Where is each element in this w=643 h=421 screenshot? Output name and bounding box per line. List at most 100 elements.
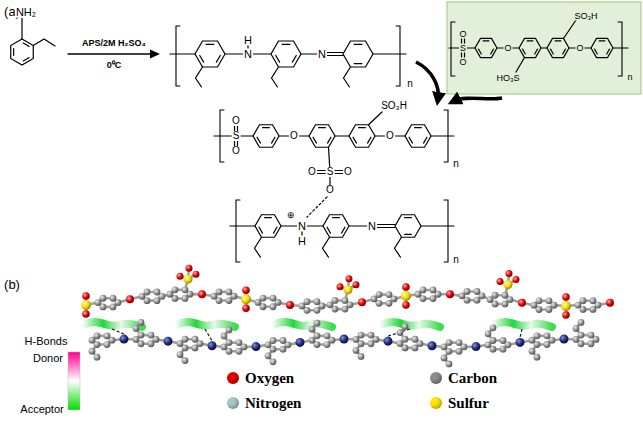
ring-double-bond bbox=[319, 127, 326, 128]
carbon-atom bbox=[402, 336, 409, 343]
ring-double-bond bbox=[263, 127, 270, 128]
ring-double-bond bbox=[342, 227, 345, 233]
ring-double-bond bbox=[599, 40, 605, 41]
atom-label: O bbox=[385, 131, 395, 141]
carbon-atom bbox=[430, 295, 437, 302]
combine-arrow bbox=[416, 62, 438, 99]
carbon-atom bbox=[430, 287, 437, 294]
carbon-atom bbox=[588, 340, 595, 347]
atom-label: N bbox=[317, 49, 327, 60]
carbon-atom bbox=[226, 339, 233, 346]
atom-label: N bbox=[297, 221, 307, 232]
carbon-atom bbox=[270, 358, 277, 365]
sulfur-atom bbox=[344, 285, 353, 294]
atom-label: N bbox=[367, 221, 377, 232]
carbon-atom bbox=[342, 297, 349, 304]
carbon-atom bbox=[342, 306, 349, 313]
bond-line bbox=[373, 53, 406, 54]
ring-double-bond bbox=[313, 137, 316, 143]
ring-double-bond bbox=[257, 137, 260, 143]
ring-double-bond bbox=[200, 55, 204, 62]
ring-double-bond bbox=[607, 49, 610, 54]
highlight-box bbox=[447, 2, 641, 94]
ring-double-bond bbox=[333, 217, 340, 218]
carbon-atom bbox=[94, 354, 101, 361]
hbond-colorbar bbox=[68, 352, 80, 410]
repeat-bracket bbox=[396, 26, 400, 86]
ring-double-bond bbox=[527, 40, 533, 41]
bond-line bbox=[421, 225, 454, 226]
ethyl-group bbox=[323, 237, 330, 257]
bond-line bbox=[564, 20, 577, 38]
atom-label: H bbox=[243, 35, 253, 46]
carbon-atom bbox=[182, 295, 189, 302]
carbon-atom bbox=[397, 329, 404, 336]
ring-bond bbox=[547, 38, 569, 57]
oxygen-atom bbox=[562, 293, 570, 301]
repeat-bracket bbox=[444, 200, 448, 262]
carbon-atom bbox=[492, 292, 499, 299]
ring-double-bond bbox=[483, 40, 489, 41]
model-atoms bbox=[81, 265, 614, 368]
sulfur-atom bbox=[561, 301, 571, 311]
carbon-atom bbox=[358, 332, 365, 339]
hbond-surface bbox=[492, 322, 552, 327]
carbon-atom bbox=[546, 297, 553, 304]
ring-double-bond bbox=[415, 127, 422, 128]
ring-double-bond bbox=[354, 63, 362, 64]
oxygen-atom bbox=[446, 290, 454, 298]
sulfur-atom bbox=[504, 280, 513, 289]
arrow-head bbox=[150, 50, 160, 59]
legend-label: Sulfur bbox=[448, 396, 489, 411]
carbon-atom bbox=[304, 298, 311, 305]
bond-line bbox=[170, 53, 195, 54]
ring-double-bond bbox=[259, 227, 262, 233]
ring-double-bond bbox=[276, 55, 280, 62]
oxygen-atom bbox=[402, 301, 410, 309]
oxygen-atom bbox=[346, 275, 353, 282]
carbon-atom bbox=[144, 289, 151, 296]
bond-line bbox=[541, 47, 547, 48]
carbon-atom bbox=[314, 298, 321, 305]
repeat-subscript: n bbox=[452, 159, 460, 169]
carbon-atom bbox=[236, 348, 243, 355]
hbond-surface bbox=[82, 322, 142, 327]
atom-label: O bbox=[325, 185, 335, 195]
carbon-atom bbox=[221, 333, 228, 340]
ring-double-bond bbox=[282, 44, 290, 45]
ethyl-group bbox=[33, 39, 55, 46]
hbond-surface bbox=[380, 322, 440, 327]
carbon-atom bbox=[544, 332, 551, 339]
reagent-label: APS/2M H₂SO₄ bbox=[81, 39, 147, 48]
carbon-atom bbox=[104, 341, 111, 348]
carbon-atom bbox=[309, 326, 316, 333]
oxygen-atom bbox=[337, 283, 344, 290]
atom-label: NH₂ bbox=[15, 7, 37, 18]
oxygen-atom bbox=[126, 295, 134, 303]
carbon-atom bbox=[502, 301, 509, 308]
ring-bond bbox=[253, 125, 279, 148]
ethyl-group bbox=[255, 237, 262, 257]
ring-bond bbox=[475, 38, 497, 57]
nitrogen-atom bbox=[296, 338, 305, 347]
carbon-atom bbox=[89, 348, 96, 355]
nitrogen-atom bbox=[120, 335, 129, 344]
carbon-atom bbox=[148, 340, 155, 347]
ring-double-bond bbox=[13, 49, 14, 56]
carbon-atom bbox=[580, 297, 587, 304]
atom-label: O bbox=[231, 116, 241, 126]
ring-double-bond bbox=[409, 137, 412, 143]
bond-line bbox=[335, 135, 349, 136]
nitrogen-atom bbox=[384, 337, 393, 346]
oxygen-atom bbox=[562, 311, 570, 319]
repeat-bracket bbox=[618, 22, 622, 76]
ethyl-group bbox=[395, 237, 402, 257]
atom-label: N bbox=[243, 49, 253, 60]
oxygen-atom bbox=[242, 286, 250, 294]
ring-bond bbox=[323, 215, 349, 238]
carbon-atom bbox=[490, 337, 497, 344]
ethyl-group bbox=[196, 67, 203, 87]
carbon-atom bbox=[324, 332, 331, 339]
ring-double-bond bbox=[405, 234, 412, 235]
repeat-subscript: n bbox=[452, 255, 460, 265]
